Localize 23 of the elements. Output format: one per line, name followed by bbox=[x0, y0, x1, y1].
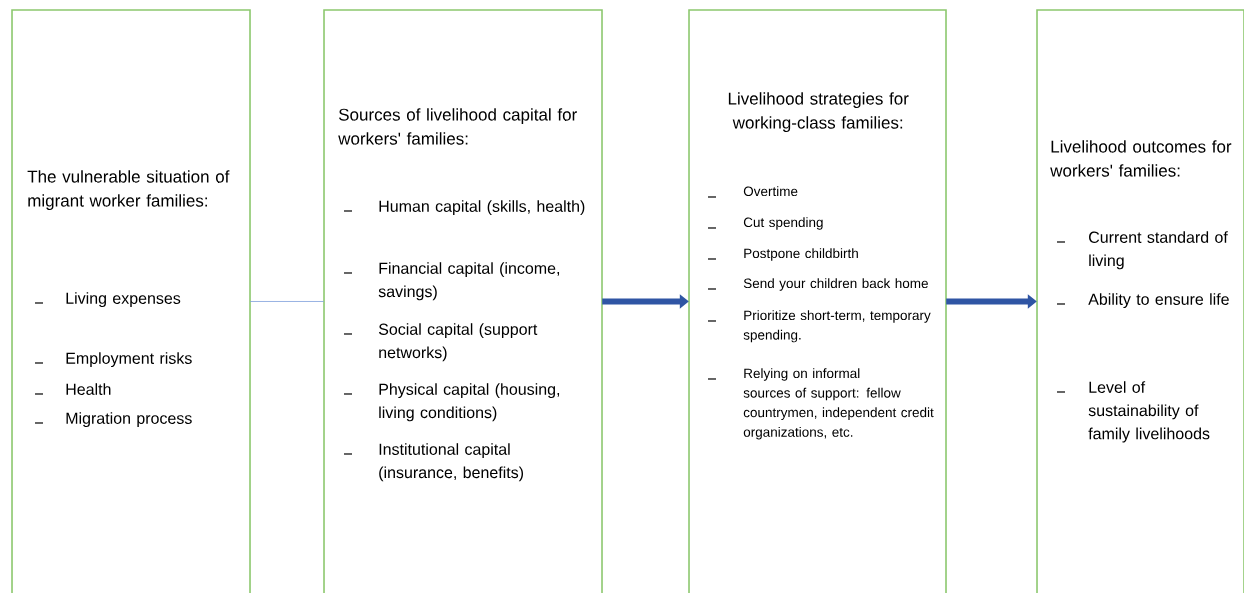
list-item: Employment risks bbox=[66, 352, 192, 368]
list-item: Prioritize short-term, temporary spending. bbox=[743, 310, 931, 343]
list-item: Cut spending bbox=[743, 217, 823, 230]
list-item: Ability to ensure life bbox=[1088, 293, 1229, 309]
column-heading: Sources of livelihood capital for workers' families: bbox=[338, 108, 577, 145]
list-item: Migration process bbox=[66, 412, 192, 428]
list-item: Postpone childbirth bbox=[744, 248, 858, 261]
list-item: Level of sustainability of family livelihoods bbox=[1088, 381, 1210, 443]
list-item: Financial capital (income, savings) bbox=[378, 262, 560, 301]
list-item: Human capital (skills, health) bbox=[379, 200, 585, 216]
list-item: Health bbox=[66, 383, 111, 395]
list-item: Current standard of living bbox=[1089, 231, 1228, 270]
column-heading: The vulnerable situation of migrant worker families: bbox=[27, 170, 230, 211]
list-item: Send your children back home bbox=[743, 278, 928, 291]
list-item: Relying on informal sources of support: fellow countrymen, independent credit organizations, etc. bbox=[743, 368, 934, 440]
list-item: Living expenses bbox=[66, 292, 181, 308]
list-item: Institutional capital (insurance, benefits) bbox=[379, 443, 524, 482]
connector-line bbox=[249, 301, 325, 302]
list-item: Overtime bbox=[743, 186, 798, 197]
column-heading: Livelihood strategies for working-class families: bbox=[728, 92, 909, 133]
list-item: Physical capital (housing, living conditions) bbox=[379, 383, 560, 422]
column-heading: Livelihood outcomes for workers' families: bbox=[1050, 140, 1232, 177]
list-item: Social capital (support networks) bbox=[378, 323, 538, 362]
